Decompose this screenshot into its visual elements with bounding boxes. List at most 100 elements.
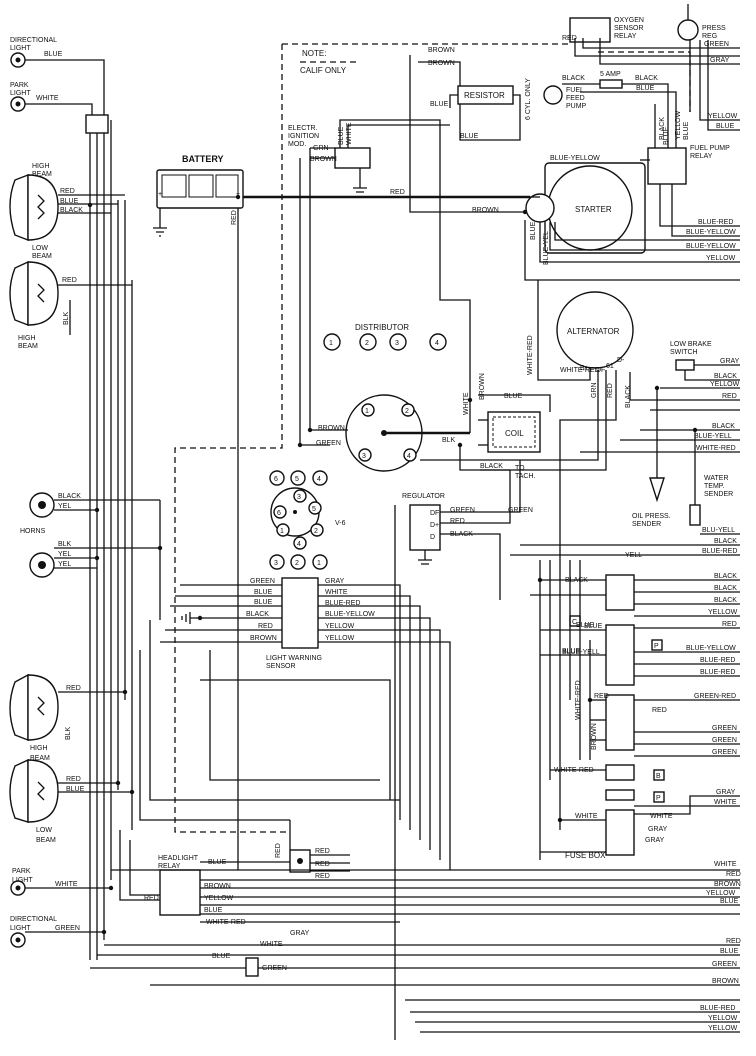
svg-text:GREEN: GREEN <box>262 965 287 972</box>
svg-text:YELLOW: YELLOW <box>708 609 738 616</box>
v6-firing-order: 6 5 4 3 6 5 1 2 4 3 2 1 V-6 <box>269 470 346 570</box>
resistor: RESISTOR 6 CYL. ONLY <box>457 78 532 120</box>
svg-text:BLUE: BLUE <box>208 859 227 866</box>
svg-text:YEL: YEL <box>58 503 71 510</box>
svg-text:BEAM: BEAM <box>30 755 50 762</box>
svg-text:RED: RED <box>231 210 238 225</box>
svg-text:BLUE-YELLOW: BLUE-YELLOW <box>325 611 375 618</box>
svg-text:B: B <box>656 773 661 780</box>
svg-text:YELLOW: YELLOW <box>708 1015 738 1022</box>
svg-text:RED: RED <box>315 848 330 855</box>
svg-text:RED: RED <box>607 383 614 398</box>
svg-text:BLACK: BLACK <box>714 538 737 545</box>
svg-text:GRAY: GRAY <box>645 837 665 844</box>
directional-light-rear: DIRECTIONAL LIGHT <box>10 916 57 948</box>
oil-press-label: OIL PRESS.SENDER <box>632 513 671 528</box>
svg-text:BLUE-YELLOW: BLUE-YELLOW <box>686 645 736 652</box>
five-amp-fuse: 5 AMP <box>599 71 623 89</box>
wire-labels: BLUE WHITE RED BLUE BLACK RED BLK BLACK … <box>36 35 690 972</box>
svg-text:YELLOW: YELLOW <box>675 110 682 140</box>
svg-text:BLUE: BLUE <box>576 622 595 629</box>
svg-text:3: 3 <box>274 560 278 567</box>
svg-text:BEAM: BEAM <box>36 837 56 844</box>
svg-text:RED: RED <box>722 393 737 400</box>
svg-text:BLACK: BLACK <box>714 573 737 580</box>
svg-text:DF: DF <box>430 510 439 517</box>
starter: STARTER <box>525 162 646 254</box>
svg-text:BLUE: BLUE <box>720 948 739 955</box>
svg-text:RED: RED <box>62 277 77 284</box>
headlight-right-outer: HIGH BEAM LOW BEAM <box>9 745 59 844</box>
svg-text:BLACK: BLACK <box>450 531 473 538</box>
svg-text:1: 1 <box>365 408 369 415</box>
alternator-label: ALTERNATOR <box>567 327 620 336</box>
svg-text:RED: RED <box>726 871 741 878</box>
svg-text:YELLOW: YELLOW <box>325 623 355 630</box>
svg-text:BLUE: BLUE <box>663 126 670 145</box>
svg-text:WHITE: WHITE <box>36 95 59 102</box>
svg-text:B+: B+ <box>580 365 589 372</box>
svg-text:BLU-YELL: BLU-YELL <box>702 527 735 534</box>
svg-text:BLUE: BLUE <box>204 907 223 914</box>
svg-text:BLUE: BLUE <box>60 198 79 205</box>
svg-text:GRAY: GRAY <box>290 930 310 937</box>
svg-text:C: C <box>572 619 577 626</box>
svg-text:2: 2 <box>295 560 299 567</box>
five-amp-label: 5 AMP <box>600 71 621 78</box>
note-title: NOTE: <box>302 49 326 58</box>
svg-text:BLACK: BLACK <box>714 373 737 380</box>
svg-text:1: 1 <box>280 528 284 535</box>
svg-text:RED: RED <box>594 693 609 700</box>
svg-text:WHITE-RED: WHITE-RED <box>575 680 582 720</box>
svg-text:4: 4 <box>407 453 411 460</box>
svg-text:BROWN: BROWN <box>428 60 455 67</box>
svg-text:WHITE: WHITE <box>575 813 598 820</box>
svg-text:BLUE-RED: BLUE-RED <box>700 669 735 676</box>
svg-text:RED: RED <box>275 843 282 858</box>
distributor-label: DISTRIBUTOR <box>355 323 409 332</box>
svg-text:P: P <box>656 795 661 802</box>
svg-text:BLACK: BLACK <box>625 385 632 408</box>
svg-text:BLUE: BLUE <box>584 623 603 630</box>
svg-text:GRAY: GRAY <box>720 358 740 365</box>
svg-text:61: 61 <box>606 363 614 370</box>
regulator-label: REGULATOR <box>402 493 445 500</box>
svg-text:RED: RED <box>66 776 81 783</box>
svg-text:4: 4 <box>435 340 439 347</box>
svg-text:BLUE: BLUE <box>460 133 479 140</box>
svg-text:BROWN: BROWN <box>204 883 231 890</box>
svg-text:BLUE: BLUE <box>44 51 63 58</box>
svg-text:BLUE: BLUE <box>530 221 537 240</box>
svg-text:BLK: BLK <box>65 726 72 740</box>
svg-text:BROWN: BROWN <box>472 207 499 214</box>
svg-text:GREEN: GREEN <box>250 578 275 585</box>
svg-text:2: 2 <box>405 408 409 415</box>
svg-text:BROWN: BROWN <box>250 635 277 642</box>
svg-text:GREEN: GREEN <box>712 737 737 744</box>
junction-dots <box>197 194 698 823</box>
svg-text:4: 4 <box>297 541 301 548</box>
svg-text:YELLOW: YELLOW <box>325 635 355 642</box>
svg-text:BROWN: BROWN <box>428 47 455 54</box>
svg-text:GRAY: GRAY <box>325 578 345 585</box>
right-edge-labels: GREEN GRAY YELLOW BLUE BLUE-RED BLUE-YEL… <box>686 41 741 1032</box>
svg-text:P: P <box>654 643 659 650</box>
svg-text:BLUE: BLUE <box>212 953 231 960</box>
svg-text:BLACK: BLACK <box>635 75 658 82</box>
svg-text:BLUE: BLUE <box>504 393 523 400</box>
svg-text:GREEN: GREEN <box>450 507 475 514</box>
horns: HORNS <box>20 492 55 578</box>
svg-text:BLUE-YELLOW: BLUE-YELLOW <box>686 229 736 236</box>
